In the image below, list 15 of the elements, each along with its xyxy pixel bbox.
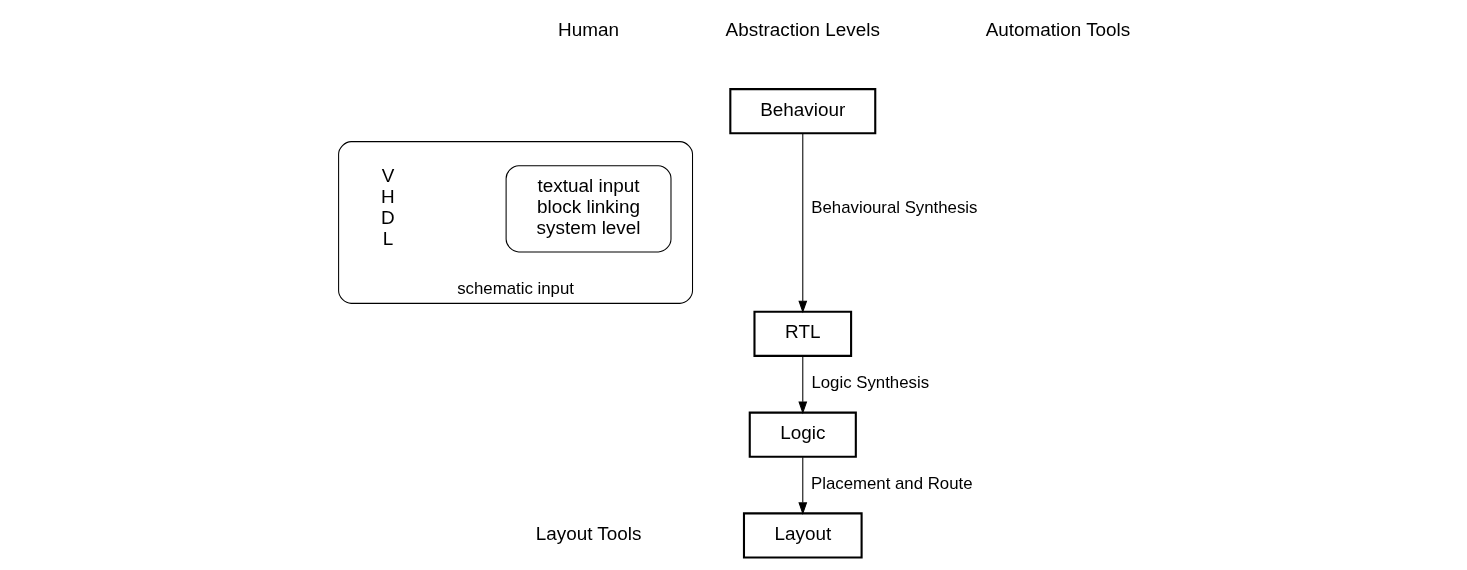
- arrow: [797, 355, 807, 415]
- node-box: Logic: [748, 411, 857, 458]
- edge-label: Logic Synthesis: [810, 373, 929, 393]
- node-box: textual input block linking system level: [505, 165, 671, 253]
- edge-label: Behavioural Synthesis: [810, 197, 977, 217]
- label: Abstraction Levels: [725, 19, 880, 40]
- label: Human: [557, 19, 619, 40]
- node-box: Behaviour: [728, 88, 876, 135]
- node-box: Layout: [742, 512, 863, 559]
- node-box: RTL: [752, 310, 852, 357]
- arrow: [797, 132, 807, 314]
- label: Layout Tools: [535, 523, 641, 545]
- label: Automation Tools: [985, 19, 1130, 40]
- edge-label: Placement and Route: [810, 474, 973, 494]
- arrow: [797, 456, 807, 515]
